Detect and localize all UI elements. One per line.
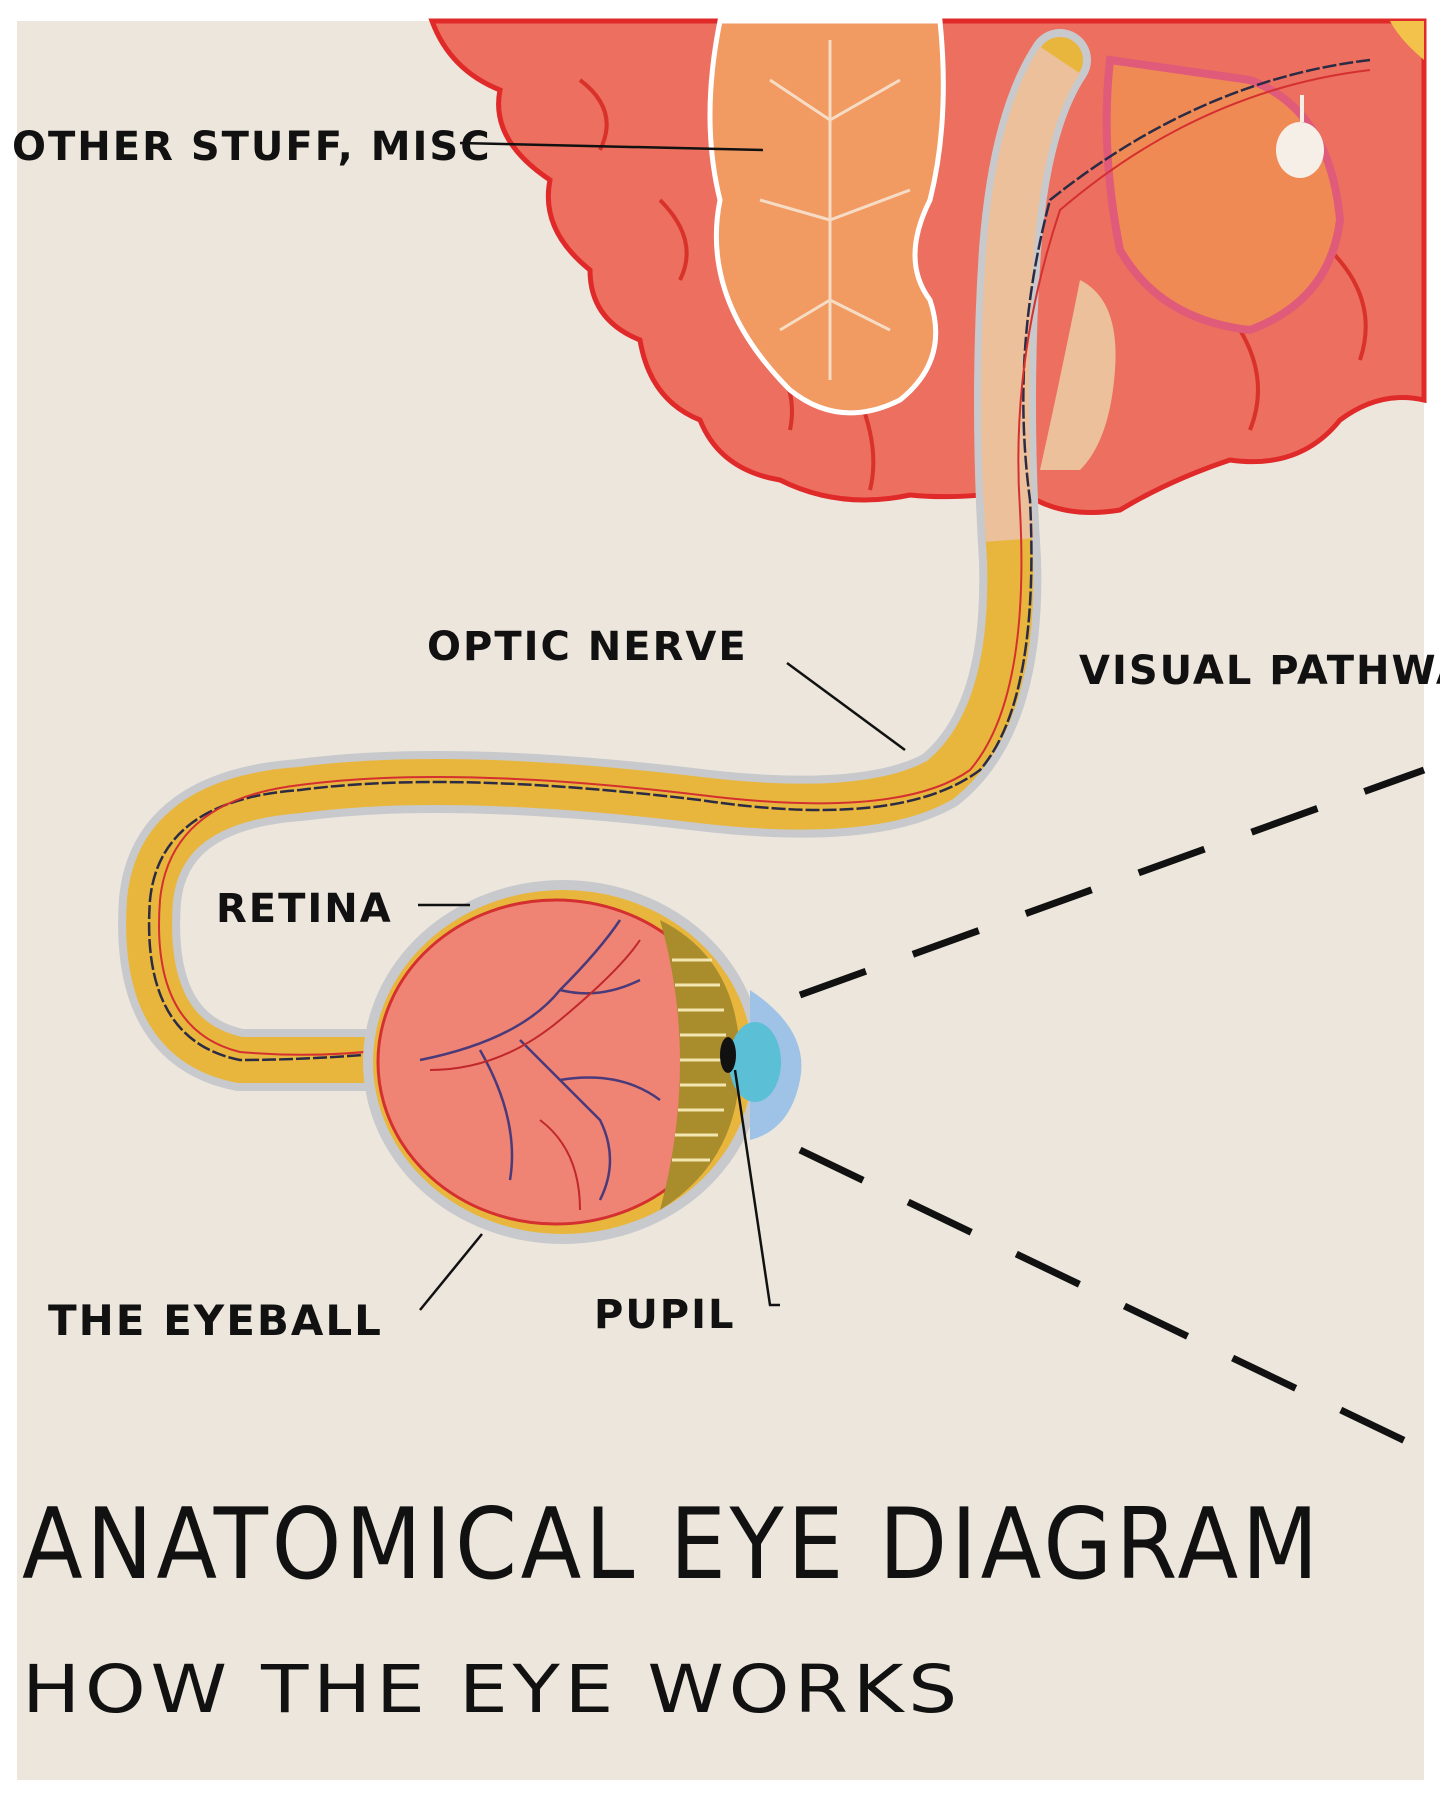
brain-illustration: [428, 18, 1427, 515]
eyeball-illustration: [363, 880, 802, 1244]
label-optic-nerve: OPTIC NERVE: [427, 624, 748, 670]
leader-lines: [418, 141, 906, 1311]
optic-nerve-illustration: [118, 29, 1371, 1092]
pupil-dot: [720, 1037, 736, 1073]
label-the-eyeball: THE EYEBALL: [48, 1296, 383, 1345]
lens-icon: [660, 920, 740, 1210]
iris-icon: [729, 1022, 781, 1102]
label-other-stuff-misc: OTHER STUFF, MISC: [12, 124, 492, 170]
inner-organ: [707, 18, 946, 416]
poster-title: ANATOMICAL EYE DIAGRAM: [22, 1488, 1322, 1602]
poster-subtitle: HOW THE EYE WORKS: [22, 1651, 962, 1728]
label-retina: RETINA: [216, 886, 393, 932]
label-pupil: PUPIL: [594, 1292, 735, 1338]
label-visual-pathway: VISUAL PATHWA: [1079, 648, 1440, 694]
